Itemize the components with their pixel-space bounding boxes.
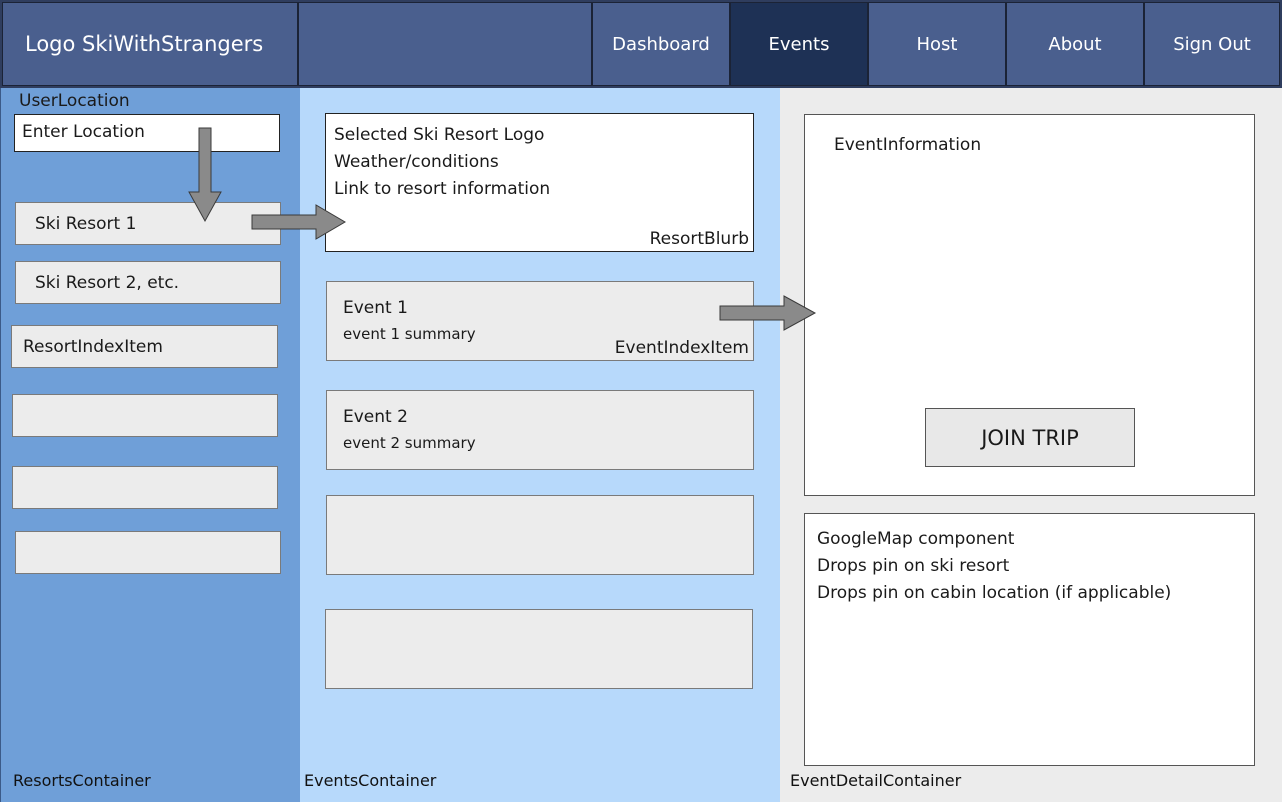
location-input[interactable]: Enter Location [14, 114, 280, 152]
nav-item-events[interactable]: Events [730, 2, 868, 86]
event-title: Event 1 [343, 298, 408, 318]
event-information-label: EventInformation [834, 135, 982, 155]
nav-item-about[interactable]: About [1006, 2, 1144, 86]
resort-index-item[interactable] [15, 531, 281, 574]
events-container: Selected Ski Resort Logo Weather/conditi… [300, 88, 780, 802]
resort-item-label: Ski Resort 2, etc. [35, 272, 180, 293]
weather-line: Weather/conditions [334, 152, 499, 172]
event-detail-container: EventInformation JOIN TRIP GoogleMap com… [780, 88, 1282, 802]
resort-index-item[interactable]: ResortIndexItem [11, 325, 278, 368]
nav-item-host[interactable]: Host [868, 2, 1006, 86]
resort-blurb: Selected Ski Resort Logo Weather/conditi… [325, 113, 754, 252]
resort-index-item[interactable]: Ski Resort 2, etc. [15, 261, 281, 304]
nav-item-dashboard[interactable]: Dashboard [592, 2, 730, 86]
resort-blurb-label: ResortBlurb [649, 229, 749, 249]
event-index-item[interactable]: Event 2 event 2 summary [326, 390, 754, 470]
event-summary: event 2 summary [343, 434, 476, 452]
nav-spacer [298, 2, 592, 86]
map-line: Drops pin on cabin location (if applicab… [817, 583, 1172, 603]
resort-index-item[interactable] [12, 394, 278, 437]
resort-item-label: Ski Resort 1 [35, 213, 137, 234]
top-nav: Logo SkiWithStrangers Dashboard Events H… [0, 0, 1282, 88]
resort-info-link[interactable]: Link to resort information [334, 179, 551, 199]
event-title: Event 2 [343, 407, 408, 427]
location-input-placeholder: Enter Location [22, 122, 145, 142]
event-index-item[interactable] [326, 495, 754, 575]
map-line: GoogleMap component [817, 529, 1015, 549]
event-index-item[interactable]: Event 1 event 1 summary EventIndexItem [326, 281, 754, 361]
event-detail-container-label: EventDetailContainer [790, 771, 962, 790]
logo[interactable]: Logo SkiWithStrangers [2, 2, 298, 86]
event-information: EventInformation JOIN TRIP [804, 114, 1255, 496]
resort-index-item[interactable]: Ski Resort 1 [15, 202, 281, 245]
events-container-label: EventsContainer [304, 771, 437, 790]
resorts-container-label: ResortsContainer [13, 771, 151, 790]
user-location-label: UserLocation [19, 91, 130, 111]
map-lines: GoogleMap component Drops pin on ski res… [817, 526, 1171, 607]
resorts-container: UserLocation Enter Location Ski Resort 1… [0, 88, 300, 802]
map-line: Drops pin on ski resort [817, 556, 1010, 576]
resort-item-label: ResortIndexItem [23, 336, 163, 357]
join-trip-button[interactable]: JOIN TRIP [925, 408, 1135, 467]
resort-index-item[interactable] [12, 466, 278, 509]
event-summary: event 1 summary [343, 325, 476, 343]
google-map[interactable]: GoogleMap component Drops pin on ski res… [804, 513, 1255, 766]
event-index-item-label: EventIndexItem [614, 338, 749, 358]
event-index-item[interactable] [325, 609, 753, 689]
resort-blurb-lines: Selected Ski Resort Logo Weather/conditi… [334, 122, 550, 203]
resort-logo-line: Selected Ski Resort Logo [334, 125, 545, 145]
nav-item-sign-out[interactable]: Sign Out [1144, 2, 1280, 86]
